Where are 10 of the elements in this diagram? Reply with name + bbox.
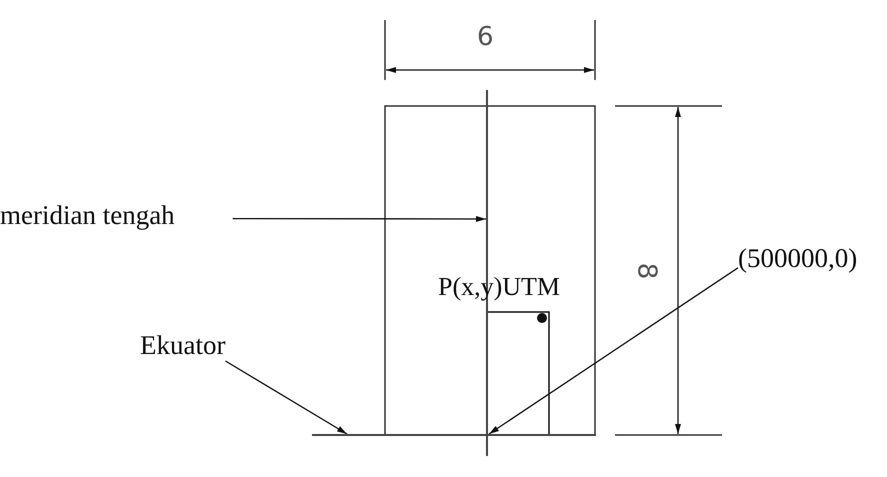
callout-text: meridian tengah — [0, 200, 233, 231]
leader-line — [225, 360, 348, 435]
line-mark — [486, 90, 488, 456]
line-mark — [312, 434, 596, 436]
callout-text: Ekuator — [140, 330, 226, 361]
dimension-value: 6 — [477, 22, 494, 52]
leader-line — [488, 267, 738, 435]
dimension-value: 8 — [631, 262, 662, 280]
callout-text: (500000,0) — [738, 243, 858, 274]
leader-line — [232, 216, 486, 222]
